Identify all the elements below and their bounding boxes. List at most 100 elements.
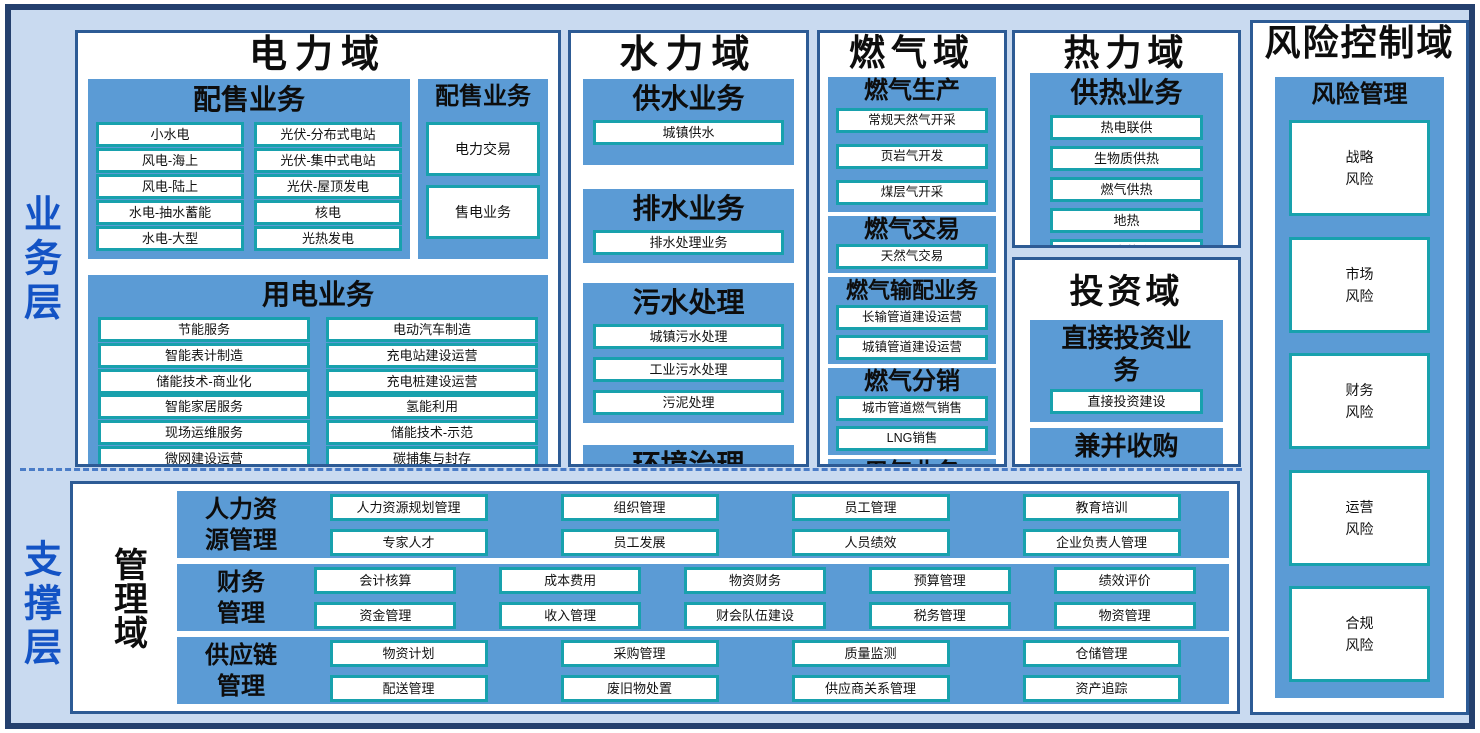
domain-management: 管理域 人力资 源管理 人力资源规划管理专家人才组织管理员工发展员工管理人员绩效… bbox=[70, 481, 1240, 714]
item-pair-column: 会计核算资金管理 bbox=[314, 566, 457, 629]
item-box: 收入管理 bbox=[499, 601, 642, 629]
item-box: 配送管理 bbox=[329, 674, 488, 702]
power-generation-col2: 光伏-分布式电站光伏-集中式电站光伏-屋顶发电核电光热发电 bbox=[254, 122, 402, 251]
item-pair-column: 物资财务财会队伍建设 bbox=[683, 566, 826, 629]
management-row-hr: 人力资 源管理 人力资源规划管理专家人才组织管理员工发展员工管理人员绩效教育培训… bbox=[177, 491, 1229, 558]
gas-trade-group: 燃气交易 天然气交易 bbox=[828, 216, 996, 273]
heat-supply-group: 供热业务 热电联供生物质供热燃气供热地热工业余热利用 bbox=[1030, 73, 1223, 245]
power-use-col1: 节能服务智能表计制造储能技术-商业化智能家居服务现场运维服务微网建设运营 bbox=[98, 317, 310, 464]
management-rows: 人力资 源管理 人力资源规划管理专家人才组织管理员工发展员工管理人员绩效教育培训… bbox=[177, 491, 1229, 704]
item-box: 光伏-分布式电站 bbox=[254, 122, 402, 147]
management-row-supply-chain-columns: 物资计划配送管理采购管理废旧物处置质量监测供应商关系管理仓储管理资产追踪 bbox=[293, 639, 1217, 702]
item-box: 供应商关系管理 bbox=[791, 674, 950, 702]
item-box: 财会队伍建设 bbox=[683, 601, 826, 629]
item-box: 合规 风险 bbox=[1289, 586, 1430, 682]
item-box: 碳捕集与封存 bbox=[326, 445, 538, 464]
domain-risk-control: 风险控制域 风险管理 战略 风险市场 风险财务 风险运营 风险合规 风险 bbox=[1250, 20, 1469, 715]
item-box: 城市管道燃气销售 bbox=[836, 396, 988, 421]
gas-consumption-group: 用气业务 天然气分布式能源 bbox=[828, 459, 996, 464]
item-box: 微网建设运营 bbox=[98, 445, 310, 464]
item-box: 城镇供水 bbox=[593, 120, 784, 145]
layer-label-support: 支撑层 bbox=[17, 539, 60, 671]
management-row-finance-columns: 会计核算资金管理 成本费用收入管理 物资财务财会队伍建设预算管理税务管理 绩效评价物资… bbox=[293, 566, 1217, 629]
item-box: 城镇污水处理 bbox=[593, 324, 784, 349]
item-box: 直接投资建设 bbox=[1050, 389, 1203, 414]
power-top-groups: 配售业务 小水电风电-海上风电-陆上水电-抽水蓄能水电-大型 光伏-分布式电站光… bbox=[88, 79, 548, 259]
domain-water-title: 水力域 bbox=[619, 34, 758, 76]
item-pair-column: 组织管理员工发展 bbox=[560, 493, 719, 556]
item-box: 氢能利用 bbox=[326, 394, 538, 420]
power-trade-group-title: 配售业务 bbox=[435, 83, 531, 110]
item-box: 企业负责人管理 bbox=[1022, 528, 1181, 556]
item-box: 人力资源规划管理 bbox=[329, 493, 488, 521]
item-box: 储能技术-示范 bbox=[326, 420, 538, 446]
heat-supply-items: 热电联供生物质供热燃气供热地热工业余热利用 bbox=[1050, 111, 1203, 245]
item-box: 智能家居服务 bbox=[98, 394, 310, 420]
power-use-group: 用电业务 节能服务智能表计制造储能技术-商业化智能家居服务现场运维服务微网建设运… bbox=[88, 275, 548, 464]
risk-management-group-title: 风险管理 bbox=[1311, 81, 1408, 108]
investment-merger-group-title: 兼并收购 bbox=[1074, 431, 1179, 461]
domain-investment-title: 投资域 bbox=[1069, 273, 1184, 311]
item-pair-column: 质量监测供应商关系管理 bbox=[791, 639, 950, 702]
item-box: 电力交易 bbox=[426, 121, 540, 176]
item-box: 光伏-集中式电站 bbox=[254, 148, 402, 173]
item-box: 智能表计制造 bbox=[98, 342, 310, 368]
item-box: 绩效评价 bbox=[1053, 566, 1196, 594]
domain-power-title: 电力域 bbox=[248, 34, 387, 76]
water-supply-group: 供水业务 城镇供水 bbox=[583, 79, 794, 165]
investment-direct-group: 直接投资业务 直接投资建设 bbox=[1030, 320, 1223, 422]
item-box: 充电桩建设运营 bbox=[326, 368, 538, 394]
water-supply-group-title: 供水业务 bbox=[632, 83, 745, 114]
item-box: 物资计划 bbox=[329, 639, 488, 667]
risk-management-group: 风险管理 战略 风险市场 风险财务 风险运营 风险合规 风险 bbox=[1275, 77, 1444, 698]
item-box: 物资管理 bbox=[1053, 601, 1196, 629]
item-box: 会计核算 bbox=[314, 566, 457, 594]
item-box: 财务 风险 bbox=[1289, 353, 1430, 449]
management-row-hr-columns: 人力资源规划管理专家人才组织管理员工发展员工管理人员绩效教育培训企业负责人管理 bbox=[293, 493, 1217, 556]
domain-water: 水力域 供水业务 城镇供水 排水业务 排水处理业务 污水处理 城镇污水处理工业污… bbox=[568, 30, 809, 467]
item-box: 常规天然气开采 bbox=[836, 108, 988, 133]
item-box: 地热 bbox=[1050, 208, 1203, 233]
item-box: 售电业务 bbox=[426, 185, 540, 240]
item-box: 工业余热利用 bbox=[1050, 239, 1203, 245]
item-pair-column: 预算管理税务管理 bbox=[868, 566, 1011, 629]
item-box: 城镇管道建设运营 bbox=[836, 335, 988, 360]
water-environment-group: 环境治理 水环境综合治理 bbox=[583, 445, 794, 467]
gas-trade-group-title: 燃气交易 bbox=[864, 216, 960, 243]
management-row-supply-chain-label: 供应链 管理 bbox=[205, 641, 277, 700]
water-environment-group-title: 环境治理 bbox=[632, 449, 745, 467]
investment-direct-items: 直接投资建设 bbox=[1050, 386, 1203, 414]
item-pair-column: 仓储管理资产追踪 bbox=[1022, 639, 1181, 702]
item-box: 战略 风险 bbox=[1289, 120, 1430, 216]
item-box: 排水处理业务 bbox=[593, 230, 784, 255]
item-box: 水电-大型 bbox=[96, 226, 244, 251]
gas-transmission-items: 长输管道建设运营城镇管道建设运营 bbox=[836, 304, 988, 360]
gas-distribution-group-title: 燃气分销 bbox=[864, 368, 960, 395]
item-box: 教育培训 bbox=[1022, 493, 1181, 521]
item-box: 成本费用 bbox=[499, 566, 642, 594]
item-box: 人员绩效 bbox=[791, 528, 950, 556]
item-box: 组织管理 bbox=[560, 493, 719, 521]
gas-production-group: 燃气生产 常规天然气开采页岩气开发煤层气开采 bbox=[828, 77, 996, 212]
item-box: 天然气交易 bbox=[836, 244, 988, 269]
item-box: 预算管理 bbox=[868, 566, 1011, 594]
water-supply-items: 城镇供水 bbox=[593, 117, 784, 145]
water-sewage-group: 污水处理 城镇污水处理工业污水处理污泥处理 bbox=[583, 283, 794, 423]
item-pair-column: 员工管理人员绩效 bbox=[791, 493, 950, 556]
item-box: 核电 bbox=[254, 200, 402, 225]
power-use-group-title: 用电业务 bbox=[261, 279, 374, 310]
item-box: 员工管理 bbox=[791, 493, 950, 521]
item-box: 员工发展 bbox=[560, 528, 719, 556]
gas-trade-items: 天然气交易 bbox=[836, 243, 988, 269]
gas-transmission-group: 燃气输配业务 长输管道建设运营城镇管道建设运营 bbox=[828, 277, 996, 364]
management-row-hr-label: 人力资 源管理 bbox=[205, 495, 277, 554]
item-box: 燃气供热 bbox=[1050, 177, 1203, 202]
water-drainage-group: 排水业务 排水处理业务 bbox=[583, 189, 794, 263]
item-pair-column: 教育培训企业负责人管理 bbox=[1022, 493, 1181, 556]
power-generation-col1: 小水电风电-海上风电-陆上水电-抽水蓄能水电-大型 bbox=[96, 122, 244, 251]
power-generation-group-title: 配售业务 bbox=[192, 84, 305, 115]
item-box: 兼并收购 bbox=[1050, 465, 1203, 467]
item-box: 风电-陆上 bbox=[96, 174, 244, 199]
